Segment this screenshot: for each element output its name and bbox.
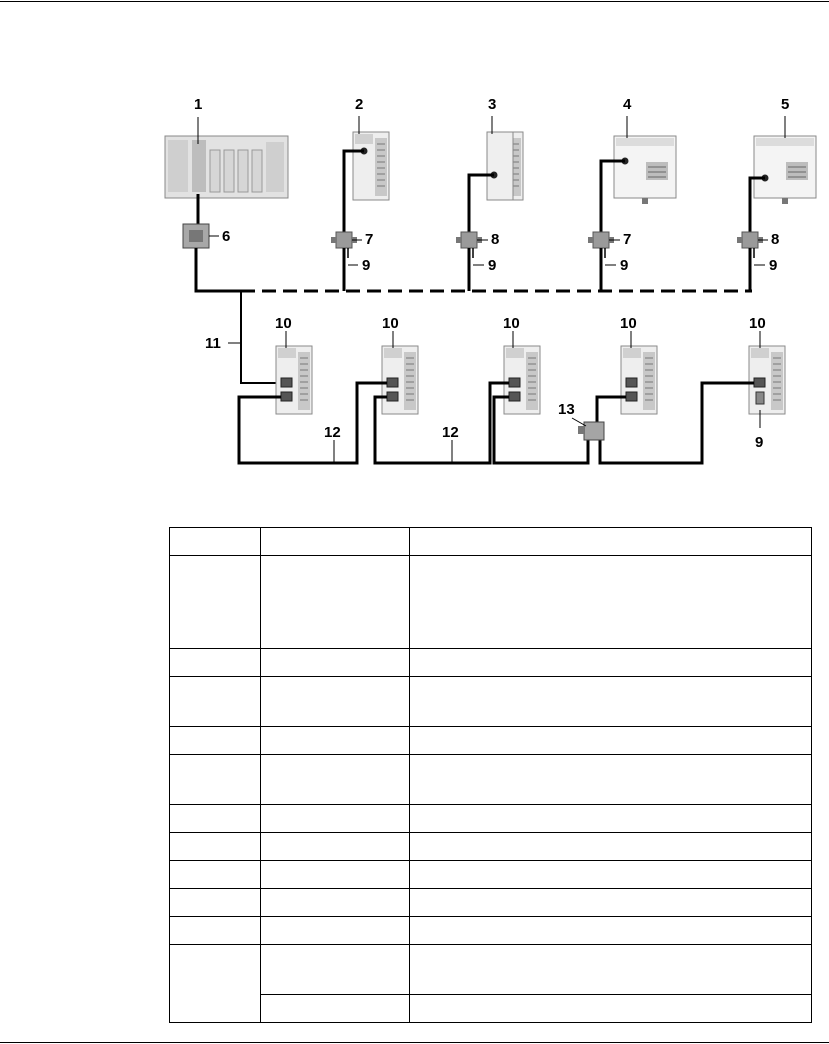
table-row (169, 754, 812, 805)
table-cell (409, 916, 812, 945)
table-cell (260, 832, 410, 861)
table-cell (260, 804, 410, 833)
table-cell (409, 648, 812, 677)
bottom-rule (0, 1042, 829, 1043)
callout-8-a: 8 (491, 231, 499, 248)
table-cell (409, 994, 812, 1023)
table-cell (260, 916, 410, 945)
table-cell (169, 676, 261, 727)
table-row (169, 888, 812, 917)
table-cell (169, 648, 261, 677)
table-cell (169, 832, 261, 861)
table-cell (169, 888, 261, 917)
table-row (169, 804, 812, 833)
table-cell (409, 676, 812, 727)
table-cell (260, 994, 410, 1023)
controller-10-a (275, 345, 313, 415)
table-cell (169, 804, 261, 833)
splitter-13 (578, 421, 605, 441)
top-rule (0, 1, 829, 2)
controller-10-e (748, 345, 786, 415)
table-row (169, 832, 812, 861)
callout-6: 6 (222, 228, 230, 245)
controller-device-3 (486, 131, 524, 201)
network-diagram: 1 2 3 4 5 6 7 8 7 8 9 9 9 9 10 10 10 10 … (164, 96, 817, 465)
table-cell (169, 754, 261, 805)
callout-3: 3 (488, 96, 496, 113)
table-cell (409, 944, 812, 995)
controller-device-2 (352, 131, 390, 201)
callout-9-e: 9 (755, 434, 763, 451)
table-cell (169, 555, 261, 649)
table-cell (169, 860, 261, 889)
table-cell (409, 860, 812, 889)
callout-7-a: 7 (365, 231, 373, 248)
hmi-device-4 (613, 135, 677, 205)
table-cell (260, 676, 410, 727)
table-cell (409, 754, 812, 805)
legend-table (169, 527, 812, 1023)
callout-9-d: 9 (769, 257, 777, 274)
table-cell (260, 555, 410, 649)
callout-10-d: 10 (620, 315, 637, 332)
table-cell (409, 726, 812, 755)
callout-5: 5 (781, 96, 789, 113)
rack-device-1 (164, 135, 289, 199)
table-cell (409, 804, 812, 833)
table-row (169, 944, 812, 1023)
callout-10-e: 10 (749, 315, 766, 332)
callout-10-a: 10 (275, 315, 292, 332)
callout-12-a: 12 (324, 424, 341, 441)
callout-4: 4 (623, 96, 632, 113)
callout-9-a: 9 (362, 257, 370, 274)
callout-12-b: 12 (442, 424, 459, 441)
connector-6 (182, 223, 210, 249)
table-cell (260, 888, 410, 917)
table-cell (260, 860, 410, 889)
table-cell (409, 555, 812, 649)
callout-13: 13 (558, 401, 575, 418)
table-cell (169, 726, 261, 755)
table-cell (260, 944, 410, 995)
table-cell (260, 648, 410, 677)
table-cell (260, 754, 410, 805)
header-cell (260, 527, 410, 556)
header-cell (409, 527, 812, 556)
table-cell (409, 832, 812, 861)
table-row (169, 916, 812, 945)
table-row (169, 860, 812, 889)
controller-10-c (503, 345, 541, 415)
header-cell (169, 527, 261, 556)
callout-9-b: 9 (488, 257, 496, 274)
callout-11: 11 (205, 335, 221, 352)
hmi-device-5 (753, 135, 817, 205)
table-row (169, 676, 812, 727)
table-cell (169, 944, 261, 1023)
callout-7-b: 7 (623, 231, 631, 248)
table-row (169, 555, 812, 649)
callout-9-c: 9 (620, 257, 628, 274)
callout-10-b: 10 (382, 315, 399, 332)
callout-1: 1 (194, 96, 202, 113)
table-row (169, 648, 812, 677)
table-header-row (169, 527, 812, 556)
table-cell (169, 916, 261, 945)
controller-10-b (381, 345, 419, 415)
table-cell (409, 888, 812, 917)
table-row (169, 726, 812, 755)
callout-8-b: 8 (771, 231, 779, 248)
callout-10-c: 10 (503, 315, 520, 332)
controller-10-d (620, 345, 658, 415)
callout-2: 2 (355, 96, 363, 113)
table-cell (260, 726, 410, 755)
table-row (170, 994, 812, 1023)
